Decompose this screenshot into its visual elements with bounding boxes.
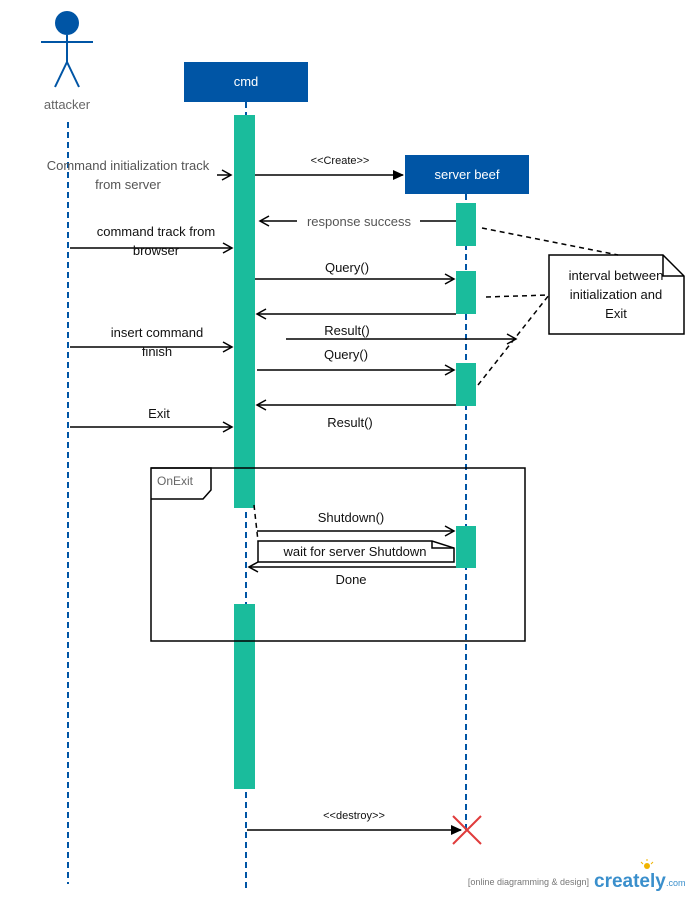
actor-label: attacker	[44, 97, 91, 112]
message-create: <<Create>>	[255, 155, 404, 180]
branding[interactable]: [online diagramming & design] creately .…	[468, 859, 686, 892]
message-done-label: Done	[335, 572, 366, 587]
note-wait-label: wait for server Shutdown	[282, 544, 426, 559]
note-fold	[662, 255, 684, 277]
message-query-2-label: Query()	[324, 347, 368, 362]
destroy-x-icon	[452, 815, 482, 845]
lifeline-header-server[interactable]: server beef	[405, 155, 529, 194]
branding-tagline: [online diagramming & design]	[468, 877, 589, 887]
message-shutdown-label: Shutdown()	[318, 510, 384, 525]
note-shape	[548, 254, 685, 335]
message-create-label: <<Create>>	[311, 155, 370, 167]
actor-head-icon	[55, 11, 79, 35]
message-browser-line-2: browser	[133, 243, 180, 258]
note-connector-1	[481, 227, 619, 256]
note-wait-fold	[431, 541, 454, 549]
message-query-1-label: Query()	[325, 260, 369, 275]
message-result-2: Result()	[255, 399, 456, 430]
activation-server-4	[456, 526, 476, 568]
message-destroy-label: <<destroy>>	[323, 810, 385, 822]
branding-tld: .com	[666, 878, 686, 888]
message-exit-label: Exit	[148, 406, 170, 421]
frame-border	[150, 467, 526, 642]
message-insert: insert command finish	[70, 325, 234, 359]
frame-tab	[151, 467, 212, 500]
frame-onexit: OnExit	[150, 467, 526, 642]
message-done: Done	[247, 561, 456, 587]
message-init-line-1: Command initialization track	[47, 158, 210, 173]
actor-right-leg	[66, 61, 80, 88]
note-connector-3	[477, 294, 550, 386]
note-connector-2	[485, 294, 550, 298]
actor-attacker: attacker	[41, 11, 93, 112]
message-result-1: Result()	[286, 323, 518, 345]
lifeline-header-cmd[interactable]: cmd	[184, 62, 308, 102]
message-query-2: Query()	[257, 347, 456, 376]
activation-server-2	[456, 271, 476, 314]
message-init-line-2: from server	[95, 177, 161, 192]
activation-cmd-main	[234, 115, 255, 508]
server-box	[405, 155, 529, 194]
message-insert-line-2: finish	[142, 344, 172, 359]
note-line-1: interval between	[569, 268, 664, 283]
message-shutdown: Shutdown()	[257, 510, 456, 537]
note-line-2: initialization and	[570, 287, 663, 302]
sun-icon	[640, 859, 654, 869]
note-wait: wait for server Shutdown	[257, 540, 455, 563]
message-query-1: Query()	[255, 260, 456, 285]
message-browser: command track from browser	[70, 224, 234, 258]
message-exit: Exit	[70, 406, 234, 433]
activation-server-3	[456, 363, 476, 406]
message-result-1-label: Result()	[324, 323, 370, 338]
cmd-label: cmd	[234, 74, 259, 89]
message-browser-line-1: command track from	[97, 224, 215, 239]
message-result-2-label: Result()	[327, 415, 373, 430]
note-line-3: Exit	[605, 306, 627, 321]
message-destroy: <<destroy>>	[247, 810, 462, 835]
message-response: response success	[258, 214, 456, 229]
message-response-label: response success	[307, 214, 412, 229]
message-init: Command initialization track from server	[47, 158, 233, 192]
message-insert-line-1: insert command	[111, 325, 203, 340]
server-label: server beef	[434, 167, 499, 182]
frame-label: OnExit	[157, 474, 194, 488]
branding-name: creately	[594, 871, 666, 892]
activation-cmd-second	[234, 604, 255, 789]
note-wait-shape	[257, 540, 455, 563]
note-interval: interval between initialization and Exit	[548, 254, 685, 335]
activation-server-1	[456, 203, 476, 246]
wait-note-connector	[253, 504, 259, 542]
cmd-box	[184, 62, 308, 102]
actor-left-leg	[54, 61, 68, 88]
